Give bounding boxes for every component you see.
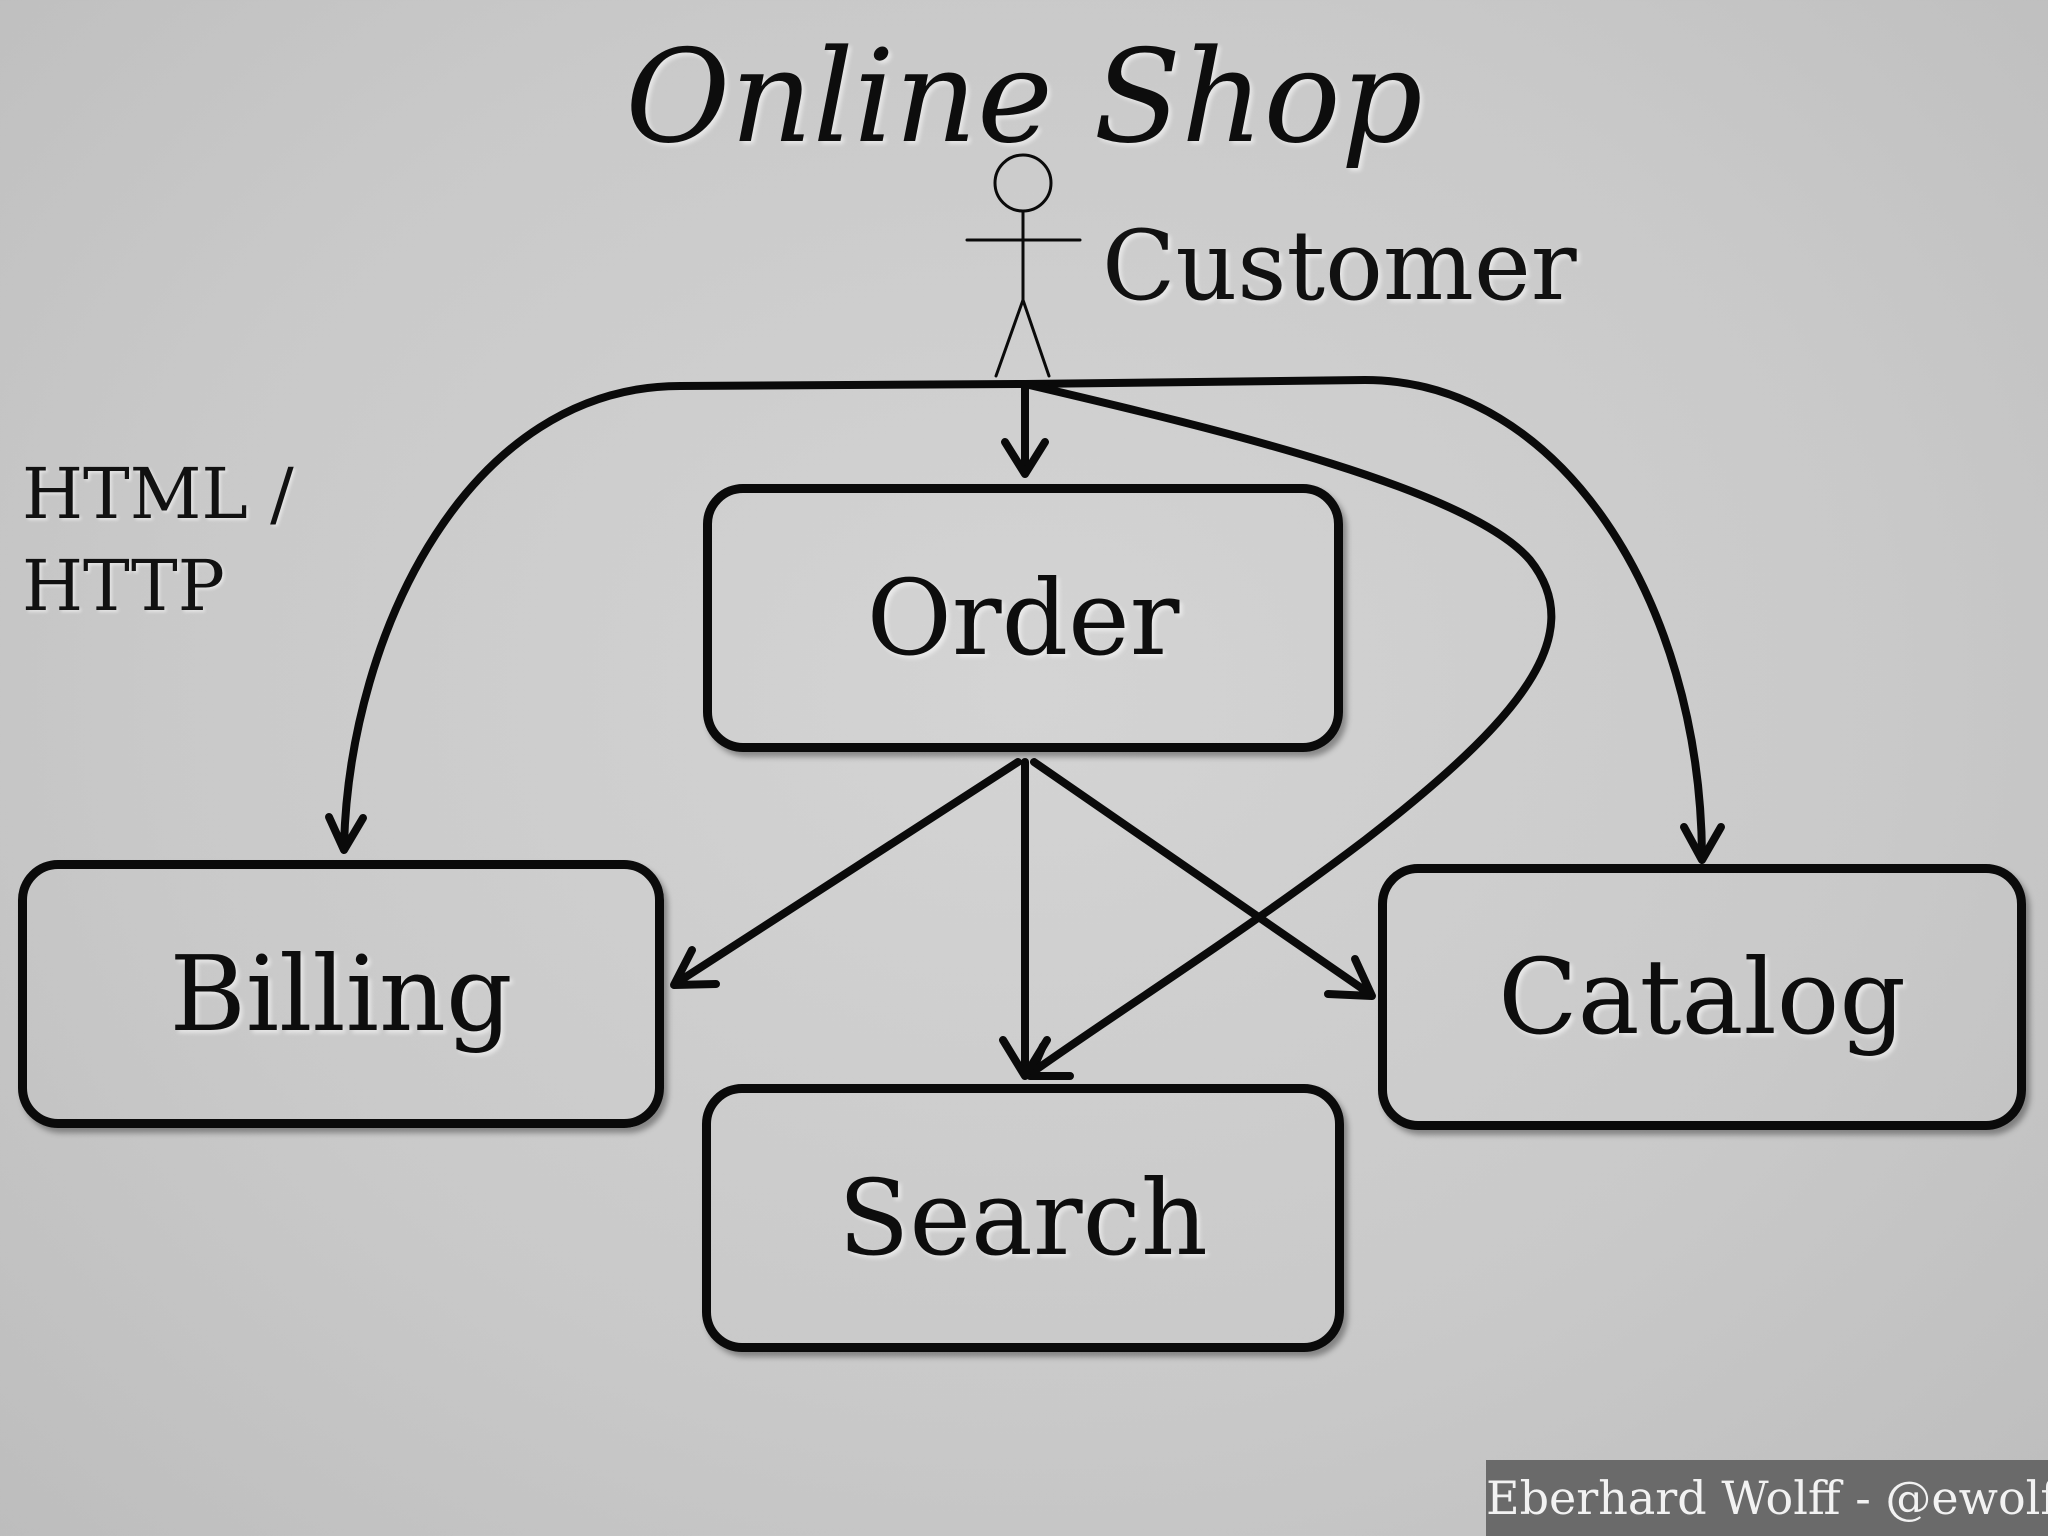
protocol-label-line-2: HTTP — [22, 545, 225, 627]
edge-order-billing — [674, 758, 1022, 986]
protocol-label-line-1: HTML / — [22, 453, 294, 535]
node-catalog-label: Catalog — [1498, 936, 1906, 1058]
node-search-label: Search — [838, 1157, 1208, 1279]
arrowhead-order-search — [999, 1036, 1051, 1080]
arrowhead-customer-catalog — [1680, 823, 1725, 864]
page-title: Online Shop — [625, 23, 1423, 172]
edge-customer-billing — [340, 380, 1029, 849]
protocol-label: HTML / HTTP — [22, 448, 294, 632]
arrowhead-customer-order — [1001, 438, 1049, 478]
arrowhead-order-catalog — [1324, 955, 1376, 1000]
actor-label-customer: Customer — [1102, 210, 1577, 322]
edge-customer-search — [1021, 380, 1556, 1078]
node-search: Search — [702, 1084, 1344, 1352]
node-billing: Billing — [18, 860, 664, 1128]
node-order-label: Order — [866, 557, 1180, 679]
edge-customer-catalog — [1021, 376, 1706, 859]
arrowhead-customer-billing — [325, 813, 367, 854]
node-billing-label: Billing — [169, 933, 513, 1055]
arrowhead-order-billing — [670, 946, 720, 989]
node-order: Order — [703, 484, 1343, 752]
node-catalog: Catalog — [1378, 864, 2026, 1130]
stick-figure-icon — [965, 153, 1082, 378]
edge-order-catalog — [1030, 758, 1374, 998]
author-credit: Eberhard Wolff - @ewolff — [1486, 1460, 2048, 1536]
